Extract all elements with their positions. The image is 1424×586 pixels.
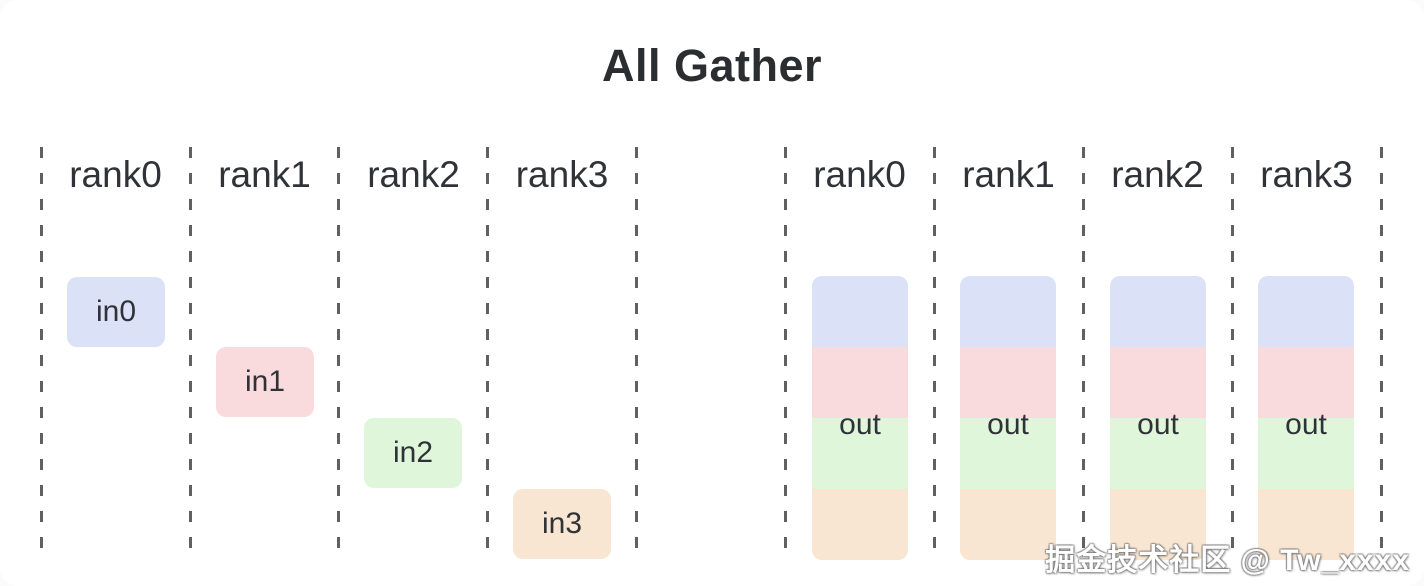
- diagram-title: All Gather: [601, 40, 823, 91]
- output-bar-rank1: out: [960, 276, 1056, 560]
- output-segment-blue: [812, 276, 908, 347]
- output-bar-rank2: out: [1110, 276, 1206, 560]
- output-segment-orange: [812, 489, 908, 560]
- dashed-divider: [1082, 147, 1085, 561]
- dashed-divider: [933, 147, 936, 561]
- output-bar-rank0: out: [812, 276, 908, 560]
- output-segment-green: [1110, 418, 1206, 489]
- input-chunk-in0: in0: [67, 277, 165, 347]
- input-chunk-label: in0: [95, 295, 137, 328]
- dashed-divider: [337, 147, 340, 561]
- output-segment-blue: [1110, 276, 1206, 347]
- rank-label-output-1: rank1: [962, 154, 1055, 195]
- output-segment-pink: [960, 347, 1056, 418]
- input-chunk-in3: in3: [513, 489, 611, 559]
- output-segment-orange: [1110, 489, 1206, 560]
- output-segment-green: [1258, 418, 1354, 489]
- rank-label-output-2: rank2: [1111, 154, 1204, 195]
- output-segment-blue: [1258, 276, 1354, 347]
- output-label: out: [1285, 408, 1327, 441]
- dashed-divider: [40, 147, 43, 561]
- output-segment-blue: [960, 276, 1056, 347]
- output-label: out: [987, 408, 1029, 441]
- output-segment-green: [812, 418, 908, 489]
- output-segment-green: [960, 418, 1056, 489]
- dashed-divider: [486, 147, 489, 561]
- output-label: out: [839, 408, 881, 441]
- output-segment-pink: [812, 347, 908, 418]
- input-chunk-label: in2: [392, 436, 434, 469]
- output-segment-pink: [1110, 347, 1206, 418]
- output-segment-orange: [960, 489, 1056, 560]
- rank-label-input-3: rank3: [515, 154, 609, 195]
- dashed-divider: [635, 147, 638, 561]
- dashed-divider: [189, 147, 192, 561]
- rank-label-output-3: rank3: [1260, 154, 1353, 195]
- input-chunk-in2: in2: [364, 418, 462, 488]
- rank-label-input-0: rank0: [69, 154, 162, 195]
- output-bar-rank3: out: [1258, 276, 1354, 560]
- rank-label-input-1: rank1: [218, 154, 311, 195]
- input-chunk-label: in3: [541, 507, 583, 540]
- dashed-divider: [784, 147, 787, 561]
- output-segment-pink: [1258, 347, 1354, 418]
- rank-label-output-0: rank0: [813, 154, 906, 195]
- input-chunk-in1: in1: [216, 347, 314, 417]
- dashed-divider: [1231, 147, 1234, 561]
- watermark: 掘金技术社区 @ Tw_xxxx: [1045, 544, 1410, 577]
- output-label: out: [1137, 408, 1179, 441]
- output-segment-orange: [1258, 489, 1354, 560]
- rank-label-input-2: rank2: [367, 154, 460, 195]
- input-chunk-label: in1: [244, 365, 286, 398]
- dashed-divider: [1380, 147, 1383, 561]
